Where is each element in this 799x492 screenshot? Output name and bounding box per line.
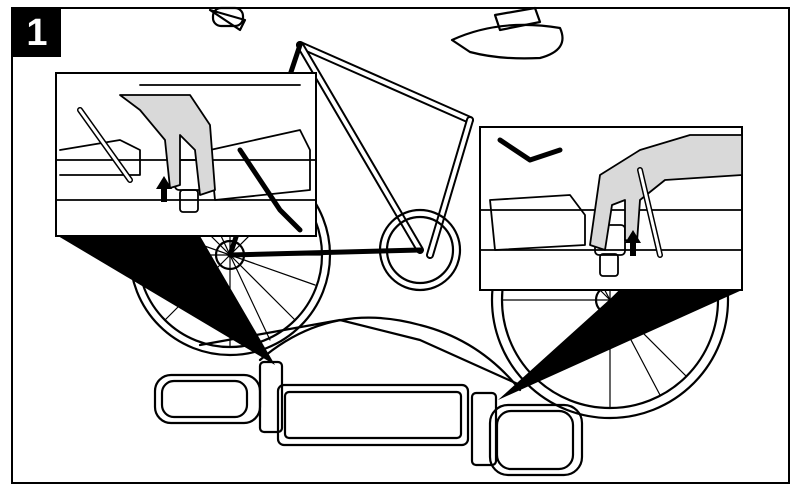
detail-inset-right xyxy=(479,126,743,291)
callout-pointer-right xyxy=(498,290,742,400)
up-arrow-icon xyxy=(625,230,641,256)
callout-pointer-left xyxy=(58,236,275,365)
detail-inset-left xyxy=(55,72,317,237)
step-number-badge: 1 xyxy=(13,9,61,57)
up-arrow-icon xyxy=(156,176,172,202)
